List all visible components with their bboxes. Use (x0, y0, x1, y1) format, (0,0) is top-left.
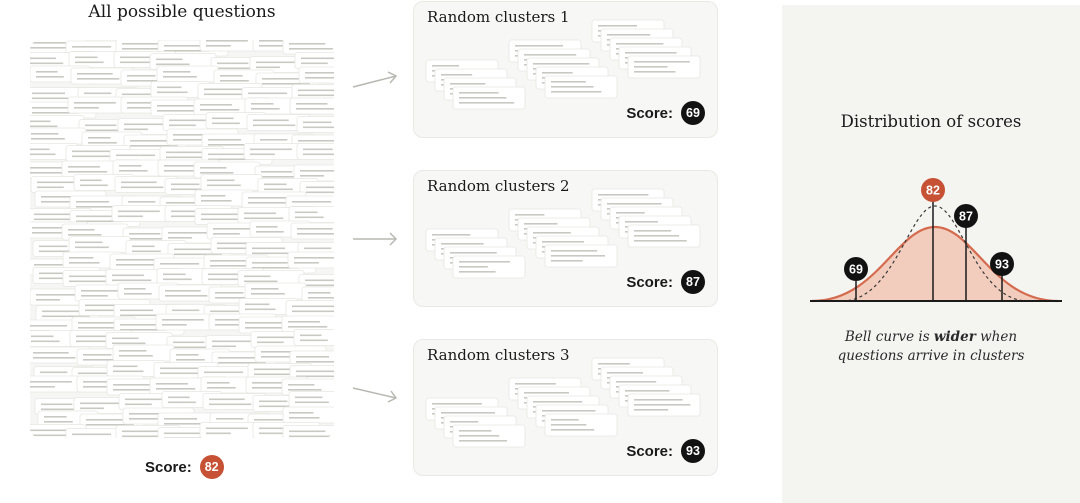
cluster-panel-2: Random clusters 2 Score: 87 (413, 170, 718, 307)
question-card-icon (452, 424, 526, 448)
cluster-score-3: Score: 93 (626, 439, 705, 463)
cluster-score-label-2: Score: (626, 273, 673, 291)
caption-emphasis: wider (933, 329, 976, 345)
question-card-icon (158, 284, 223, 302)
question-card-icon (112, 344, 175, 362)
question-card-icon (199, 40, 259, 52)
narrow-bell-curve (841, 205, 1029, 302)
cluster-title-3: Random clusters 3 (427, 346, 570, 364)
overall-score: Score: 82 (145, 455, 224, 479)
question-card-icon (288, 391, 334, 408)
question-card-icon (199, 422, 259, 438)
question-card-icon (452, 255, 526, 279)
question-card-icon (156, 268, 217, 285)
question-card-icon (282, 425, 334, 438)
question-card-icon (30, 127, 87, 145)
question-card-icon (244, 282, 307, 300)
question-card-icon (238, 298, 299, 315)
question-card-icon (296, 143, 334, 160)
arrow-right-icon (352, 387, 398, 403)
all-questions-title: All possible questions (88, 2, 276, 22)
question-card-icon (627, 393, 701, 417)
question-card-icon (156, 65, 219, 83)
bell-curve-diagram: 82 87 69 93 (810, 178, 1062, 303)
question-card-icon (285, 300, 334, 317)
cluster-panel-1: Random clusters 1 Score: 69 (413, 1, 718, 138)
caption-text-3: questions arrive in clusters (837, 348, 1025, 364)
cluster-score-label-3: Score: (626, 442, 673, 460)
question-card-icon (287, 251, 334, 269)
question-card-icon (296, 116, 334, 133)
marker-87: 87 (954, 204, 978, 228)
distribution-panel: Distribution of scores 82 87 69 93 (782, 5, 1080, 503)
question-card-icon (200, 174, 263, 191)
caption-text-2: when (975, 329, 1018, 345)
distribution-caption: Bell curve is wider when questions arriv… (782, 328, 1080, 366)
question-card-icon (544, 75, 618, 99)
question-card-icon (544, 244, 618, 268)
cluster-cards-2 (425, 188, 701, 279)
distribution-title: Distribution of scores (840, 112, 1022, 131)
question-card-icon (30, 346, 91, 364)
cluster-score-badge-1: 69 (681, 101, 705, 125)
question-card-icon (243, 143, 303, 160)
cluster-panel-3: Random clusters 3 Score: 93 (413, 339, 718, 476)
question-card-icon (627, 55, 701, 79)
cluster-score-label-1: Score: (626, 104, 673, 122)
question-card-icon (298, 66, 334, 84)
question-card-icon (282, 40, 334, 55)
question-card-icon (30, 375, 83, 393)
question-card-icon (293, 164, 334, 182)
marker-82-label: 82 (926, 184, 940, 198)
question-card-icon (627, 224, 701, 248)
cluster-score-2: Score: 87 (626, 270, 705, 294)
question-card-icon (68, 236, 131, 253)
question-card-icon (452, 86, 526, 110)
question-card-icon (289, 350, 334, 368)
question-card-icon (293, 329, 334, 346)
overall-score-badge: 82 (199, 455, 224, 479)
question-card-icon (67, 96, 127, 114)
caption-text-1: Bell curve is (844, 329, 934, 345)
marker-69-label: 69 (849, 263, 863, 277)
question-card-icon (290, 222, 334, 240)
question-card-icon (294, 52, 334, 69)
question-card-icon (544, 413, 618, 437)
cluster-score-badge-2: 87 (681, 270, 705, 294)
arrow-right-icon (353, 232, 398, 246)
marker-93-label: 93 (995, 258, 1009, 272)
question-card-icon (246, 114, 311, 131)
cluster-score-1: Score: 69 (626, 101, 705, 125)
question-pool-cards (30, 40, 334, 438)
overall-score-label: Score: (145, 458, 192, 476)
question-card-icon (111, 205, 171, 222)
question-card-icon (289, 97, 334, 115)
question-card-icon (282, 406, 334, 424)
cluster-cards-3 (425, 357, 701, 448)
wide-bell-curve-line (811, 225, 1059, 303)
question-card-icon (65, 428, 125, 438)
question-card-icon (288, 206, 334, 223)
cluster-cards-1 (425, 19, 701, 110)
wide-bell-curve-fill (812, 227, 1058, 301)
question-card-icon (114, 176, 179, 193)
question-card-icon (112, 159, 173, 177)
cluster-score-badge-3: 93 (681, 439, 705, 463)
arrow-right-icon (352, 71, 398, 88)
marker-87-label: 87 (959, 210, 973, 224)
question-card-icon (62, 251, 123, 269)
marker-93: 93 (990, 252, 1014, 276)
marker-82: 82 (921, 178, 945, 202)
question-card-icon (155, 313, 215, 331)
question-pool (30, 40, 334, 438)
cluster-title-1: Random clusters 1 (427, 8, 570, 26)
cluster-title-2: Random clusters 2 (427, 177, 570, 195)
marker-69: 69 (844, 257, 868, 281)
